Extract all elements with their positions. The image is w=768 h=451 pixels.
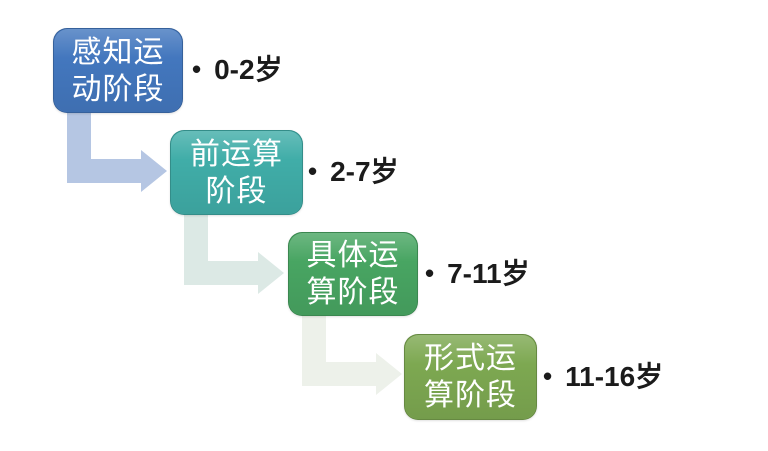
stage-label-line: 阶段	[205, 174, 268, 208]
age-label-preoperational: • 2-7岁	[308, 154, 399, 190]
age-label-concrete-operational: • 7-11岁	[425, 256, 530, 292]
stage-box-sensorimotor: 感知运 动阶段	[53, 28, 183, 113]
age-text: 11-16岁	[565, 361, 664, 392]
bullet-icon: •	[308, 156, 318, 186]
stage-label-line: 前运算	[190, 137, 283, 171]
stage-box-preoperational: 前运算 阶段	[170, 130, 303, 215]
stage-label-line: 算阶段	[424, 379, 517, 412]
stage-label-line: 形式运	[424, 342, 517, 375]
age-label-sensorimotor: • 0-2岁	[192, 52, 283, 88]
stage-label-line: 感知运	[71, 35, 165, 69]
elbow-arrow-3	[302, 308, 402, 395]
bullet-icon: •	[425, 258, 435, 288]
bullet-icon: •	[192, 54, 202, 84]
stage-label-line: 动阶段	[71, 72, 165, 106]
stage-label-line: 具体运	[306, 239, 400, 272]
elbow-arrow-2	[184, 207, 284, 294]
stage-box-concrete-operational: 具体运 算阶段	[288, 232, 418, 316]
age-text: 7-11岁	[447, 258, 530, 289]
age-text: 2-7岁	[330, 156, 399, 187]
stage-box-formal-operational: 形式运 算阶段	[404, 334, 537, 420]
age-label-formal-operational: • 11-16岁	[543, 359, 663, 395]
bullet-icon: •	[543, 361, 553, 391]
age-text: 0-2岁	[214, 54, 283, 85]
stage-label-line: 算阶段	[306, 276, 400, 309]
elbow-arrow-1	[67, 105, 167, 192]
